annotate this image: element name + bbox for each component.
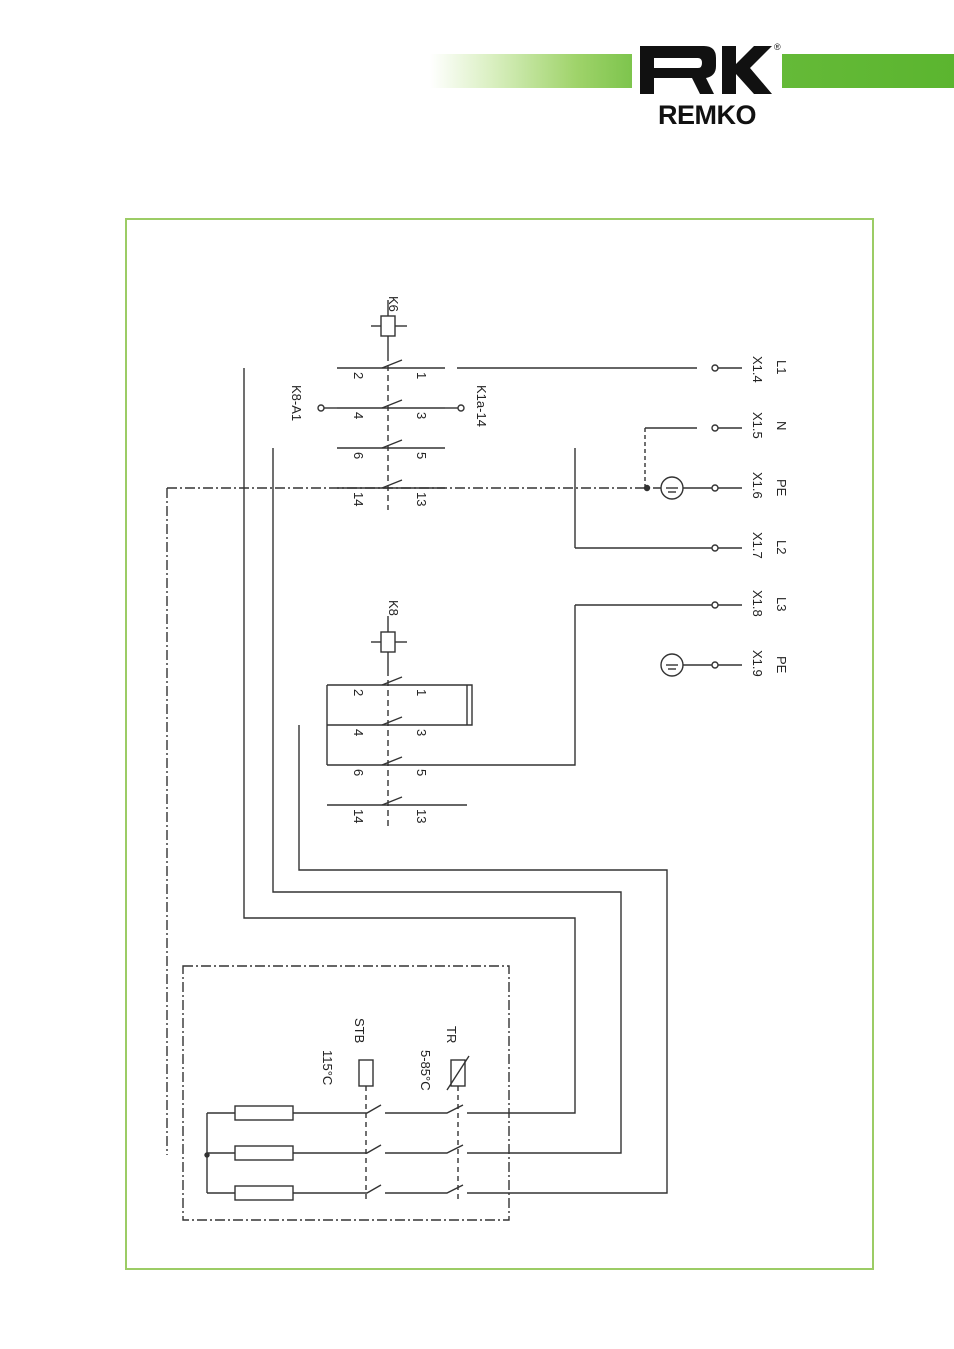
k6-aux-right: K1a-14 — [474, 385, 489, 427]
remko-logo: ® REMKO — [632, 38, 782, 134]
terminal-id-x18: X1.8 — [750, 590, 765, 617]
heater-box — [182, 965, 668, 1221]
k6-pin-5: 5 — [414, 452, 429, 459]
stb-label: STB — [352, 1018, 367, 1043]
terminal-id-x16: X1.6 — [750, 472, 765, 499]
terminal-id-x17: X1.7 — [750, 532, 765, 559]
terminal-phase-l1: L1 — [774, 360, 789, 374]
k8-pin-6: 6 — [351, 769, 366, 776]
k8-pin-13: 13 — [414, 809, 429, 823]
logo-mark-icon: ® — [640, 42, 781, 94]
k8-label: K8 — [386, 600, 401, 616]
k6-pin-3: 3 — [414, 412, 429, 419]
terminal-phase-pe-2: PE — [774, 656, 789, 674]
terminal-phase-l2: L2 — [774, 540, 789, 554]
terminal-phase-pe-1: PE — [774, 479, 789, 497]
k8-pin-3: 3 — [414, 729, 429, 736]
k6-pin-1: 1 — [414, 372, 429, 379]
routing-wires — [166, 368, 668, 1190]
k6-pin-2: 2 — [351, 372, 366, 379]
k6-aux-left: K8-A1 — [289, 385, 304, 421]
logo-text: REMKO — [658, 100, 757, 130]
k6-label: K6 — [386, 296, 401, 312]
terminal-id-x19: X1.9 — [750, 650, 765, 677]
stb-value: 115°C — [320, 1050, 335, 1085]
k8-pin-5: 5 — [414, 769, 429, 776]
contactor-k8 — [326, 616, 473, 830]
k6-pin-4: 4 — [351, 412, 366, 419]
terminal-phase-l3: L3 — [774, 597, 789, 611]
tr-label: TR — [444, 1026, 459, 1043]
k8-pin-2: 2 — [351, 689, 366, 696]
registered-mark: ® — [774, 42, 781, 52]
contactor-k6 — [317, 300, 465, 510]
k8-pin-4: 4 — [351, 729, 366, 736]
wiring-diagram-frame: K6 2 4 6 14 1 3 5 13 K8-A1 K1a-14 K8 2 4… — [125, 218, 874, 1270]
terminal-phase-n: N — [774, 421, 789, 430]
k8-pin-1: 1 — [414, 689, 429, 696]
terminal-id-x14: X1.4 — [750, 356, 765, 383]
terminal-strip — [167, 364, 742, 677]
k6-pin-6: 6 — [351, 452, 366, 459]
k8-pin-14: 14 — [351, 809, 366, 823]
tr-value: 5-85°C — [418, 1050, 433, 1091]
k6-pin-13: 13 — [414, 492, 429, 506]
wiring-diagram: K6 2 4 6 14 1 3 5 13 K8-A1 K1a-14 K8 2 4… — [166, 296, 789, 1221]
terminal-id-x15: X1.5 — [750, 412, 765, 439]
k6-pin-14: 14 — [351, 492, 366, 506]
